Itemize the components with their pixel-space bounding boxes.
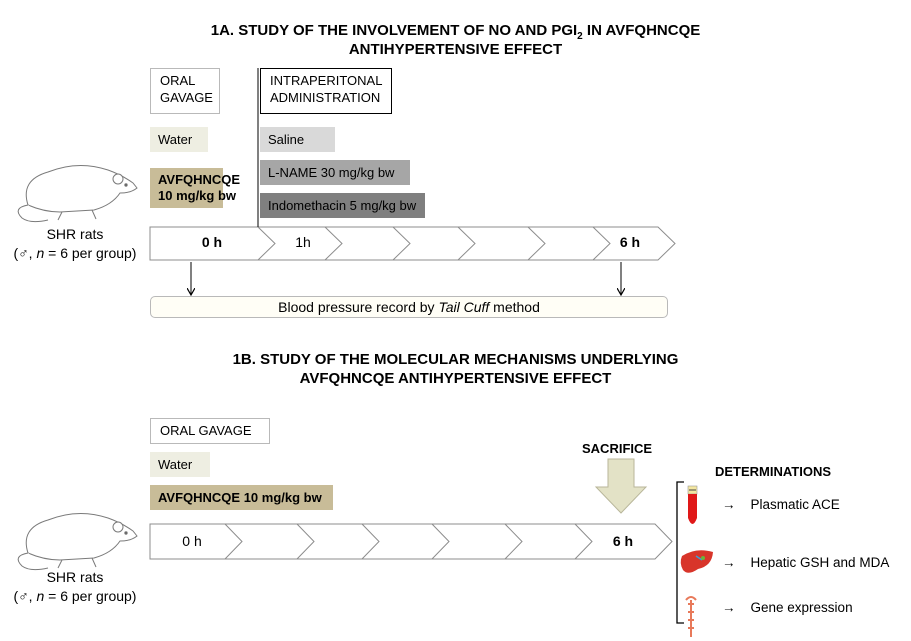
- panel-b-title-line1: 1B. STUDY OF THE MOLECULAR MECHANISMS UN…: [232, 351, 679, 368]
- time-1h-a: 1h: [295, 234, 311, 250]
- water-bar-b: Water: [150, 452, 210, 477]
- panel-a-title-line1: 1A. STUDY OF THE INVOLVEMENT OF NO AND P…: [210, 22, 701, 42]
- det-item-plasmatic-ace: → Plasmatic ACE: [722, 497, 840, 512]
- timeline-b-chevrons: [224, 523, 593, 560]
- sacrifice-arrow: [594, 458, 648, 514]
- timeline-a-chevrons: [257, 226, 611, 261]
- rats-sub-b: (♂, n = 6 per group): [13, 588, 137, 604]
- sacrifice-label: SACRIFICE: [582, 441, 653, 456]
- liver-icon: [680, 550, 713, 573]
- lname-bar: L-NAME 30 mg/kg bw: [260, 160, 410, 185]
- oral-gavage-label-b: ORAL GAVAGE: [150, 418, 270, 444]
- ip-administration-label: INTRAPERITONAL ADMINISTRATION: [260, 68, 392, 114]
- rat-icon-b: [17, 513, 138, 571]
- timeline-b: [149, 523, 673, 560]
- rats-label-a: SHR rats: [46, 226, 104, 242]
- indomethacin-bar: Indomethacin 5 mg/kg bw: [260, 193, 425, 218]
- arrow-icon: →: [722, 497, 736, 512]
- arrow-icon: →: [722, 555, 736, 570]
- panel-b-title-line2: AVFQHNCQE ANTIHYPERTENSIVE EFFECT: [299, 370, 612, 387]
- oral-gavage-label-a: ORAL GAVAGE: [150, 68, 220, 114]
- panel-a-title-line2: ANTIHYPERTENSIVE EFFECT: [348, 41, 563, 58]
- determinations-bracket: [676, 481, 684, 624]
- rats-sub-a: (♂, n = 6 per group): [13, 245, 137, 261]
- timeline-a: [149, 226, 676, 261]
- time-0h-a: 0 h: [201, 234, 223, 250]
- rats-label-b: SHR rats: [46, 569, 104, 585]
- timeline-b-bar: [149, 523, 673, 560]
- saline-bar: Saline: [260, 127, 335, 152]
- time-6h-b: 6 h: [612, 533, 634, 549]
- timeline-a-bar: [149, 226, 676, 261]
- det-item-gene-expression: → Gene expression: [722, 600, 853, 615]
- vessel-icon: [685, 596, 697, 637]
- blood-pressure-record-box: Blood pressure record by Tail Cuff metho…: [150, 296, 668, 318]
- peptide-bar-a: AVFQHNCQE 10 mg/kg bw: [150, 168, 240, 208]
- time-6h-a: 6 h: [619, 234, 641, 250]
- time-0h-b: 0 h: [182, 533, 202, 549]
- water-bar-a: Water: [150, 127, 208, 152]
- determinations-heading: DETERMINATIONS: [715, 464, 832, 479]
- arrow-icon: →: [722, 600, 736, 615]
- det-item-hepatic: → Hepatic GSH and MDA: [722, 555, 890, 570]
- tube-icon: [687, 485, 698, 524]
- rat-icon-a: [17, 165, 138, 223]
- peptide-bar-b: AVFQHNCQE 10 mg/kg bw: [150, 485, 333, 510]
